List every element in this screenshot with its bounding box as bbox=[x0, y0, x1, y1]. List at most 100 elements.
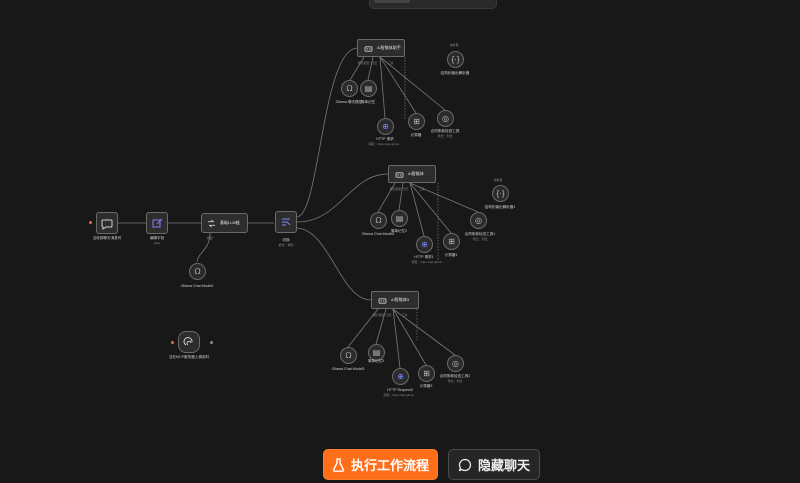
llama-icon: ᘯ bbox=[345, 350, 352, 360]
chat-trigger-node[interactable] bbox=[96, 212, 118, 234]
agent3-mcp-tool-label: 合同条款检查工具2 bbox=[439, 374, 471, 378]
mcp-trigger-output bbox=[210, 341, 213, 344]
agent3-memory-label: 简单记忆3 bbox=[367, 359, 385, 363]
agent3-title: AI智能体3 bbox=[391, 297, 410, 302]
agent2-title: AI智能体 bbox=[408, 171, 424, 176]
database-icon: ▤ bbox=[372, 347, 381, 357]
agent3-model-label: Ollama Chat Model3 bbox=[331, 367, 365, 371]
agent2-mcp-tool-sub: 导出：列出 bbox=[472, 237, 488, 241]
database-icon: ▤ bbox=[395, 213, 404, 223]
agent2-code-node[interactable]: ⊞ bbox=[443, 233, 460, 250]
agent2-port-model: 聊天模型* bbox=[390, 187, 403, 191]
agent1-title: AI智能体助手 bbox=[377, 45, 401, 50]
agent2-parser-node[interactable]: {·} bbox=[492, 185, 509, 202]
agent3-mcp-tool-node[interactable]: ◎ bbox=[447, 355, 464, 372]
braces-icon: {·} bbox=[451, 54, 460, 64]
agent1-memory-node[interactable]: ▤ bbox=[360, 80, 377, 97]
agent3-model-node[interactable]: ᘯ bbox=[340, 347, 357, 364]
calculator-icon: ⊞ bbox=[448, 236, 455, 246]
database-icon: ▤ bbox=[364, 83, 373, 93]
agent3-port-tools: 工具 bbox=[402, 313, 408, 317]
agent1-parser-node[interactable]: {·} bbox=[447, 51, 464, 68]
basic-llm-chain-node[interactable]: 基础LLM链 bbox=[201, 213, 248, 233]
agent2-http-sub: 获取：https://api.gitcon... bbox=[411, 260, 445, 264]
agent2-parser-label: 结构化输出解析器1 bbox=[484, 205, 516, 209]
switch-icon bbox=[282, 218, 291, 226]
agent1-node[interactable]: AI智能体助手 bbox=[357, 39, 405, 57]
agent1-code-node[interactable]: ⊞ bbox=[408, 113, 425, 130]
agent1-model-node[interactable]: ᘯ bbox=[341, 80, 358, 97]
agent2-node[interactable]: AI智能体 bbox=[388, 165, 436, 183]
globe-icon: ⊕ bbox=[397, 371, 404, 381]
agent3-node[interactable]: AI智能体3 bbox=[371, 291, 419, 309]
ollama-model-main-node[interactable]: ᘯ bbox=[189, 263, 206, 280]
agent3-memory-node[interactable]: ▤ bbox=[368, 344, 385, 361]
edit-fields-sub: (Set) bbox=[153, 241, 161, 245]
agent1-mcp-tool-node[interactable]: ◎ bbox=[437, 110, 454, 127]
agent2-http-node[interactable]: ⊕ bbox=[416, 236, 433, 253]
agent2-http-label: HTTP 请求1 bbox=[414, 255, 434, 259]
basic-llm-title: 基础LLM链 bbox=[220, 220, 240, 225]
basic-llm-port: 模型* bbox=[207, 236, 214, 240]
agent3-http-node[interactable]: ⊕ bbox=[392, 368, 409, 385]
agent2-model-node[interactable]: ᘯ bbox=[370, 212, 387, 229]
llama-icon: ᘯ bbox=[375, 215, 382, 225]
robot-icon bbox=[364, 45, 373, 52]
agent1-http-sub: 获取：https://api.gitcon... bbox=[368, 142, 402, 146]
run-workflow-button[interactable]: 执行工作流程 bbox=[323, 449, 438, 480]
flask-icon bbox=[332, 457, 345, 472]
ollama-model-main-label: Ollama Chat Model1 bbox=[180, 284, 214, 288]
top-toolbar[interactable] bbox=[369, 0, 497, 9]
agent2-memory-label: 简单记忆2 bbox=[390, 229, 408, 233]
agent3-http-label: HTTP Request3 bbox=[387, 388, 413, 392]
mcp-tool-icon: ◎ bbox=[442, 113, 449, 123]
agent1-memory-label: 简单记忆 bbox=[360, 100, 376, 104]
agent2-port-memory: 记忆 bbox=[403, 187, 409, 191]
switch-label: 切换 bbox=[282, 238, 290, 242]
hide-chat-label: 隐藏聊天 bbox=[477, 458, 530, 473]
agent1-mcp-tool-label: 合同条款检查工具 bbox=[430, 129, 460, 133]
agent2-model-label: Ollama Chat Model2 bbox=[361, 232, 395, 236]
agent2-memory-node[interactable]: ▤ bbox=[391, 210, 408, 227]
llama-icon: ᘯ bbox=[194, 266, 201, 276]
agent1-http-node[interactable]: ⊕ bbox=[377, 118, 394, 135]
agent1-code-label: 计算器 bbox=[410, 133, 422, 137]
agent3-port-memory: 记忆 bbox=[386, 313, 392, 317]
globe-icon: ⊕ bbox=[421, 239, 428, 249]
mcp-trigger-marker bbox=[171, 341, 174, 344]
chat-trigger-label: 当收到聊天消息时 bbox=[92, 236, 122, 240]
agent1-parser-tag: 解析器 bbox=[450, 43, 459, 47]
calculator-icon: ⊞ bbox=[423, 368, 430, 378]
robot-icon bbox=[378, 297, 387, 304]
mcp-trigger-label: 当在MCP服务器上调用时 bbox=[168, 355, 210, 359]
agent1-port-tools: 工具 bbox=[388, 61, 394, 65]
mcp-tool-icon: ◎ bbox=[452, 358, 459, 368]
switch-node[interactable] bbox=[275, 211, 297, 233]
agent3-mcp-tool-sub: 导出：列出 bbox=[447, 379, 463, 383]
edit-fields-label: 编辑字段 bbox=[149, 236, 165, 240]
llama-icon: ᘯ bbox=[346, 83, 353, 93]
run-workflow-label: 执行工作流程 bbox=[350, 458, 429, 473]
chain-icon bbox=[207, 219, 216, 227]
calculator-icon: ⊞ bbox=[413, 116, 420, 126]
chat-bubble-icon bbox=[101, 219, 113, 230]
agent3-http-sub: 获取：https://api.gitcon... bbox=[383, 393, 417, 397]
agent1-port-model: 聊天模型* bbox=[358, 61, 371, 65]
robot-icon bbox=[395, 171, 404, 178]
toolbar-segment[interactable] bbox=[374, 0, 410, 3]
agent1-http-label: HTTP 请求 bbox=[376, 137, 394, 141]
agent1-parser-label: 结构化输出解析器 bbox=[440, 71, 470, 75]
mcp-trigger-node[interactable] bbox=[178, 331, 200, 353]
agent3-code-node[interactable]: ⊞ bbox=[418, 365, 435, 382]
agent3-code-label: 计算器3 bbox=[419, 384, 433, 388]
agent3-port-model: 聊天模型* bbox=[373, 313, 386, 317]
edit-pencil-icon bbox=[152, 218, 163, 228]
switch-sub: 模式：规则 bbox=[278, 243, 294, 247]
mcp-icon bbox=[183, 337, 193, 346]
hide-chat-button[interactable]: 隐藏聊天 bbox=[448, 449, 540, 480]
agent2-mcp-tool-node[interactable]: ◎ bbox=[470, 212, 487, 229]
mcp-tool-icon: ◎ bbox=[475, 215, 482, 225]
edit-fields-node[interactable] bbox=[146, 212, 168, 234]
